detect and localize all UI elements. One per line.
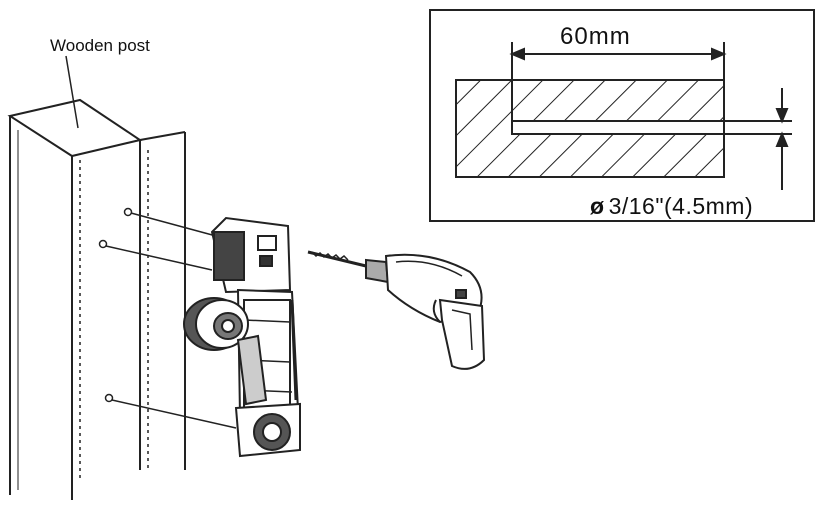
hole-depth-label: 60mm xyxy=(560,23,631,50)
wooden-post-label: Wooden post xyxy=(50,36,150,55)
depth-dimension xyxy=(509,42,727,121)
hole-detail-inset xyxy=(429,9,815,222)
diameter-symbol: ø xyxy=(590,193,605,219)
screw-hole-markers xyxy=(98,207,237,429)
screw-hole-bottom xyxy=(104,393,114,403)
screw-hole-top xyxy=(123,207,133,217)
drill-size-value: 3/16"(4.5mm) xyxy=(608,193,754,219)
drilled-hole xyxy=(511,120,725,135)
screw-hole-middle xyxy=(98,239,108,249)
post-label-leader xyxy=(65,55,79,129)
light-fixture xyxy=(183,216,301,458)
drill xyxy=(307,250,486,370)
wooden-post xyxy=(7,98,186,500)
wood-cross-section xyxy=(455,79,725,178)
diameter-dimension xyxy=(724,88,792,190)
